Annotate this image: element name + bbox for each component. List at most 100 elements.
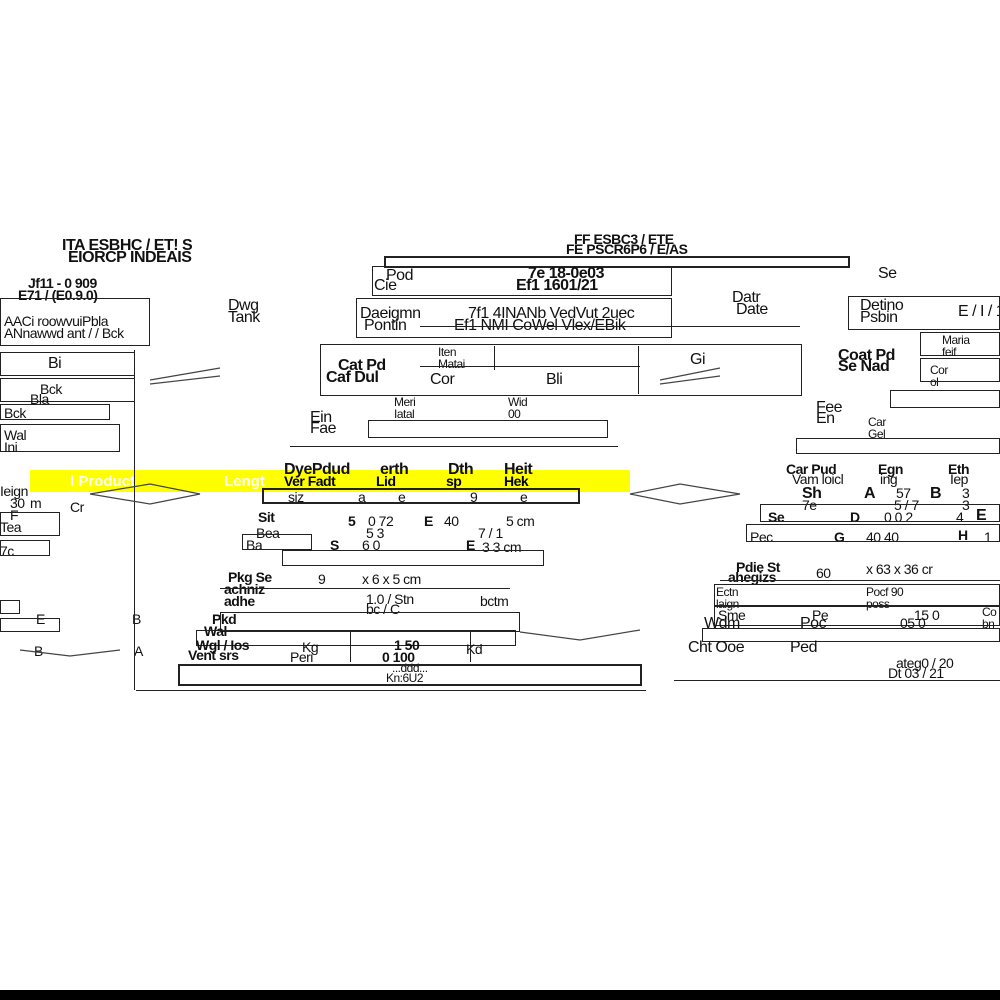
center-dim-row5-box bbox=[282, 550, 544, 566]
right-wal-value-3: Co bn bbox=[982, 605, 997, 631]
center-dim-row4-c5: E bbox=[466, 537, 475, 553]
left-row-label-3: Bla bbox=[30, 391, 49, 407]
left-lower-box-4 bbox=[0, 618, 60, 632]
right-dim-row1-c1: Sh bbox=[802, 485, 822, 502]
center-pkg-value-5: bctm bbox=[480, 593, 509, 609]
right-footer-line1: ateg0 / 20 bbox=[896, 655, 954, 671]
left-desc-line2: ANnawwd ant / / Bck bbox=[4, 325, 124, 341]
left-highlight-text: l Product bbox=[70, 473, 136, 490]
left-code-line1: Jf11 - 0 909 bbox=[28, 275, 97, 291]
center-dim-row2-c5: 40 bbox=[444, 513, 459, 529]
center-dim-sub-1: Ver Fadt bbox=[284, 473, 336, 489]
center-cat-rule bbox=[420, 366, 640, 367]
right-dim-row4-c1: Pec bbox=[750, 529, 773, 545]
center-highlight-text: Lengt bbox=[224, 473, 265, 490]
right-wei-label: Wdm bbox=[704, 615, 740, 632]
right-desc-value: E / I / 1 bbox=[958, 303, 1000, 320]
left-row-label-6: Ini bbox=[4, 439, 18, 455]
center-material-col: Iten Matai bbox=[438, 345, 465, 371]
center-cat-box bbox=[320, 344, 802, 396]
center-bottom-rule bbox=[136, 690, 646, 691]
right-dim-header-1: Car Pud bbox=[786, 461, 837, 477]
left-lower-label-2: m bbox=[30, 495, 42, 511]
left-row-label-4: Bck bbox=[4, 405, 26, 421]
center-dim-header-4: Heit bbox=[504, 461, 533, 478]
right-dim-row2-c1: 7e bbox=[802, 497, 817, 513]
center-dim-sub-3: sp bbox=[446, 473, 462, 489]
center-dim-row1-c1: siz bbox=[288, 489, 304, 505]
center-dim-row2-c4: E bbox=[424, 513, 433, 529]
arrow-stroke-left-bottom bbox=[19, 649, 121, 657]
center-wei-vrule-2 bbox=[470, 632, 471, 662]
center-footer-line2: Kn:6U2 bbox=[386, 671, 424, 685]
right-dim-row1-c3: 57 bbox=[896, 485, 911, 501]
right-dim-row4-c2: G bbox=[834, 529, 845, 545]
center-pkg-value-3: 1.0 / Stn bbox=[366, 591, 414, 607]
right-dim-row3-c1: Se bbox=[768, 509, 785, 525]
center-date-value: Date bbox=[736, 301, 768, 318]
right-fill-label: Fee En bbox=[816, 399, 843, 427]
center-code-value-2: Ef1 1601/21 bbox=[516, 277, 598, 294]
center-pkg-rule bbox=[220, 588, 510, 589]
right-pkg-value-1: 60 bbox=[816, 565, 831, 581]
center-dim-header-1: DyePdud bbox=[284, 461, 350, 478]
center-dim-row1-c3: e bbox=[398, 489, 406, 505]
highlight-strip bbox=[30, 470, 630, 492]
right-wei-value-2: 05 0 bbox=[900, 615, 926, 631]
center-dim-header-3: Dth bbox=[448, 461, 474, 478]
center-dim-sub-4: Hek bbox=[504, 473, 529, 489]
right-desc-label: Detino Psbin bbox=[860, 297, 904, 326]
right-ctn-label: Cht Ooe bbox=[688, 639, 745, 656]
arrow-stroke-right-mid bbox=[629, 483, 741, 505]
center-wei-label-1: Wgl / Ios bbox=[196, 637, 250, 653]
left-row-box-3 bbox=[0, 404, 110, 420]
right-dim-sub-3: Iep bbox=[950, 471, 968, 487]
center-pkd-box bbox=[220, 612, 520, 632]
center-wal-box bbox=[196, 630, 516, 646]
center-dim-row3-c6: 7 / 1 bbox=[478, 525, 503, 541]
center-pkg-value-2: x 6 x 5 cm bbox=[362, 571, 421, 587]
left-lower-box-3 bbox=[0, 600, 20, 614]
center-wei-value-2: 1 50 bbox=[394, 637, 420, 653]
left-lower-label-9: B bbox=[132, 611, 141, 627]
right-dim-row3-c2: D bbox=[850, 509, 860, 525]
left-lower-label-3: 30 bbox=[10, 495, 25, 511]
right-dim-row4-c5: 1 bbox=[984, 529, 992, 545]
center-dim-row1-box bbox=[262, 488, 580, 504]
right-pkg-label-1: Pdie St bbox=[736, 559, 780, 575]
right-footer-line2: Dt 03 / 21 bbox=[888, 665, 944, 681]
left-lower-label-1: Ieign bbox=[0, 483, 28, 499]
arrow-stroke-left-mid bbox=[89, 483, 201, 505]
bottom-bar bbox=[0, 990, 1000, 1000]
center-dim-row2-c1: Sit bbox=[258, 509, 275, 525]
center-dim-sub-2: Lid bbox=[376, 473, 396, 489]
center-wal-label: Wal bbox=[204, 623, 227, 639]
right-dim-row4-c3: 40 40 bbox=[866, 529, 899, 545]
right-bottom-rule bbox=[674, 680, 1000, 681]
arrow-stroke-right-top bbox=[659, 367, 721, 385]
center-material-row: Meri Iatal bbox=[394, 395, 416, 421]
left-bottom-label-2: A bbox=[134, 643, 143, 659]
center-dim-row2-c7: 5 cm bbox=[506, 513, 535, 529]
right-dim-row1-c5: 3 bbox=[962, 485, 970, 501]
right-dim-row4-c4: H bbox=[958, 527, 968, 543]
center-wei-value-4: Peri bbox=[290, 649, 313, 665]
right-dim-header-2: Egn bbox=[878, 461, 903, 477]
right-dim-sub-1: Vam loicl bbox=[792, 471, 844, 487]
center-header-rule bbox=[384, 256, 850, 268]
left-title-line1: ITA ESBHC / ET! S bbox=[62, 237, 193, 254]
right-code-label: Se bbox=[878, 265, 897, 282]
right-pkd-label: Ectn laign bbox=[716, 585, 739, 611]
right-cat-label: Coat Pd Se Nad bbox=[838, 347, 895, 375]
center-fill-label: Ein Fae bbox=[310, 409, 337, 437]
left-row-label-2: Bck bbox=[40, 381, 62, 397]
right-wal-label: Sme bbox=[718, 607, 746, 623]
center-dim-row4-c3: 6 0 bbox=[362, 537, 380, 553]
right-ctn-value: Ped bbox=[790, 639, 817, 656]
left-panel-rule bbox=[134, 350, 135, 690]
left-row-box-4 bbox=[0, 424, 120, 452]
left-lower-box-2 bbox=[0, 540, 50, 556]
center-cat-vrule-2 bbox=[638, 346, 639, 394]
